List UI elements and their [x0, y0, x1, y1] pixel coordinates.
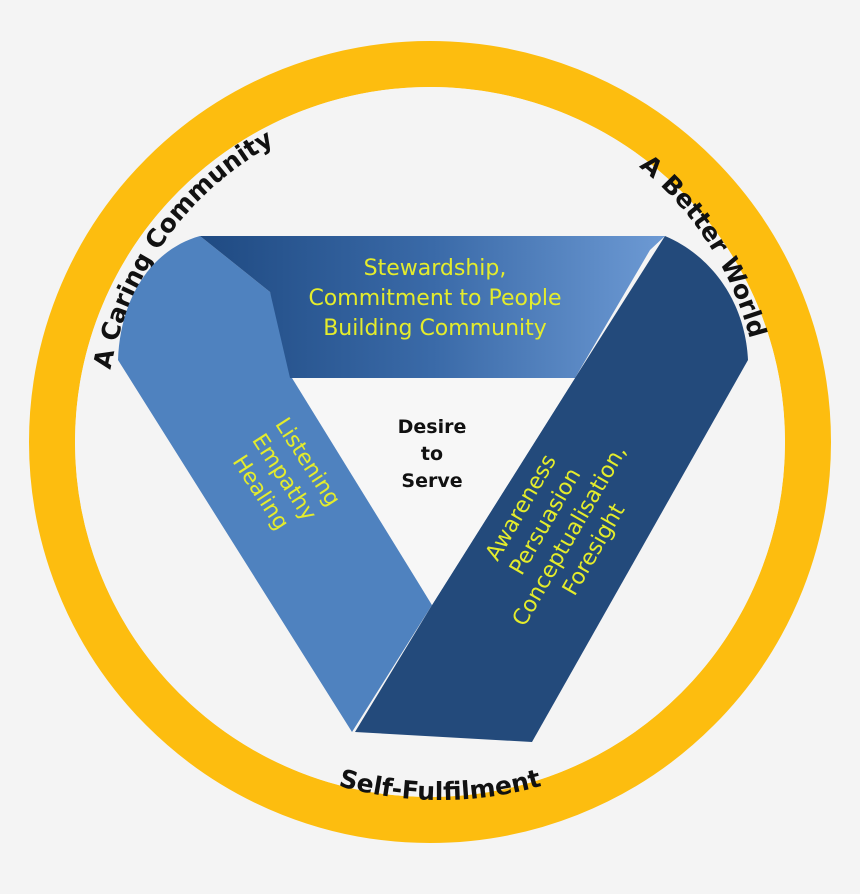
top-band-line-2: Commitment to People — [308, 286, 561, 311]
center-line-2: to — [421, 443, 443, 465]
top-band — [200, 236, 665, 378]
top-band-line-1: Stewardship, — [364, 256, 507, 281]
center-text: Desire to Serve — [398, 416, 467, 492]
left-band — [118, 236, 432, 732]
right-band — [355, 236, 748, 742]
top-band-text: Stewardship, Commitment to People Buildi… — [308, 256, 561, 341]
center-triangle — [292, 378, 575, 605]
top-band-line-3: Building Community — [323, 316, 547, 341]
outer-ring — [29, 41, 831, 843]
center-line-3: Serve — [401, 470, 462, 492]
center-line-1: Desire — [398, 416, 467, 438]
